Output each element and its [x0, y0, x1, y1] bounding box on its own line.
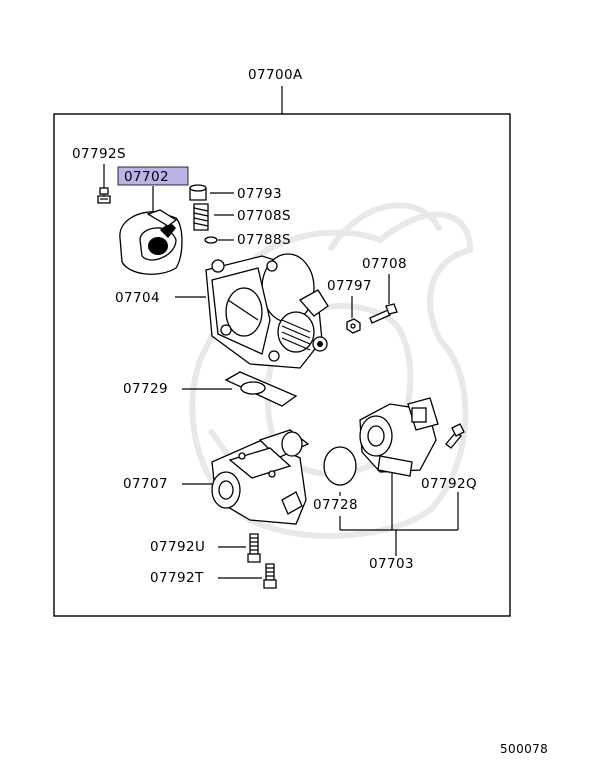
assembly-label[interactable]: 07700A: [248, 67, 303, 83]
o-ring-07788S-icon: [204, 236, 218, 244]
gasket-07729-icon: [224, 371, 298, 407]
screw-07792Q-icon: [445, 423, 465, 449]
part-label-07797[interactable]: 07797: [327, 278, 372, 294]
part-label-07702[interactable]: 07702: [124, 169, 169, 185]
part-label-07707[interactable]: 07707: [123, 476, 168, 492]
part-label-07792Q[interactable]: 07792Q: [421, 476, 477, 492]
part-label-07792T[interactable]: 07792T: [150, 570, 204, 586]
part-label-07708[interactable]: 07708: [362, 256, 407, 272]
throttle-body-icon: [205, 253, 329, 369]
part-label-07729[interactable]: 07729: [123, 381, 168, 397]
bolt-07792T-icon: [263, 563, 277, 589]
cap-07793-icon: [189, 184, 207, 201]
idle-air-housing-icon: [211, 429, 310, 525]
spring-07708S-icon: [193, 203, 209, 231]
throttle-position-sensor-icon: [119, 209, 183, 275]
idle-air-control-valve-icon: [359, 397, 439, 477]
part-label-07792S[interactable]: 07792S: [72, 146, 126, 162]
part-label-07703[interactable]: 07703: [369, 556, 414, 572]
part-label-07704[interactable]: 07704: [115, 290, 160, 306]
bolt-07792U-icon: [247, 533, 261, 563]
bolt-07792S-icon: [97, 187, 111, 204]
diagram-id: 500078: [500, 742, 548, 756]
part-label-07708S[interactable]: 07708S: [237, 208, 291, 224]
screw-07708-icon: [369, 303, 398, 324]
part-label-07728[interactable]: 07728: [313, 497, 358, 513]
nut-07797-icon: [346, 318, 361, 334]
part-label-07793[interactable]: 07793: [237, 186, 282, 202]
highlight-07702: [117, 166, 189, 186]
part-label-07788S[interactable]: 07788S: [237, 232, 291, 248]
part-label-07792U[interactable]: 07792U: [150, 539, 205, 555]
o-ring-07728-icon: [323, 446, 357, 486]
